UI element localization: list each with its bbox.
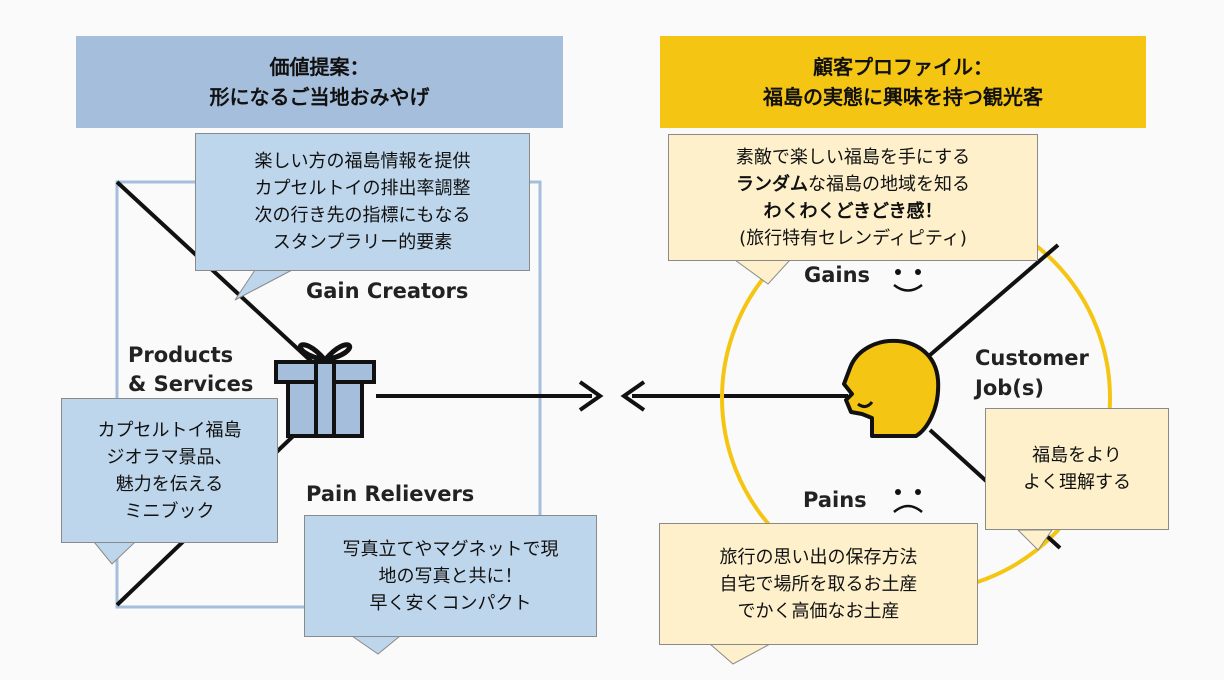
gains-label: Gains [804,263,871,287]
callout-text-mixed: ランダムな福島の地域を知る [736,171,970,198]
arrow-left-head [620,380,646,412]
callout-text: でかく高価なお土産 [737,600,900,622]
callout-text: スタンプラリー的要素 [272,232,453,253]
callout-tail-pain-relievers [350,635,402,655]
callout-text: 旅行の思い出の保存方法 [719,546,918,568]
callout-text: ジオラマ景品、 [106,446,233,468]
arrow-right-head [578,380,604,412]
callout-tail-gains [733,259,792,285]
products-label-line1: Products [128,343,234,367]
callout-text: 魅力を伝える [115,473,224,495]
callout-pain-relievers: 写真立てやマグネットで現 地の写真と共に！ 早く安くコンパクト [304,515,597,637]
value-map-divider-upper [115,180,314,364]
callout-tail-pains [708,643,771,665]
pains-label: Pains [803,488,867,512]
callout-text: 写真立てやマグネットで現 [342,538,559,560]
value-proposition-subtitle: 形になるご当地おみやげ [209,85,430,109]
callout-text: 地の写真と共に！ [378,565,523,587]
callout-text: ミニブック [124,500,215,522]
value-proposition-title: 価値提案： [269,55,370,79]
smile-face-icon [893,269,923,292]
callout-products: カプセルトイ福島 ジオラマ景品、 魅力を伝える ミニブック [61,398,278,543]
customer-profile-header: 顧客プロファイル： 福島の実態に興味を持つ観光客 [660,36,1146,128]
customer-head-icon [842,338,941,438]
pain-relievers-label: Pain Relievers [306,482,475,506]
callout-text: な福島の地域を知る [808,173,970,195]
callout-text: 楽しい方の福島情報を提供 [254,151,471,172]
callout-text: 福島をより [1032,445,1122,466]
customer-profile-title: 顧客プロファイル： [813,55,993,79]
callout-gains: 素敵で楽しい福島を手にする ランダムな福島の地域を知る わくわくどきどき感！ (… [668,134,1038,261]
customer-job-label-line2: Job(s) [975,376,1044,400]
gain-creators-label: Gain Creators [306,279,469,303]
callout-text: カプセルトイの排出率調整 [254,178,471,199]
callout-text-emphasis: ランダム [736,173,808,195]
products-label-line2: & Services [128,372,254,396]
callout-gain-creators: 楽しい方の福島情報を提供 カプセルトイの排出率調整 次の行き先の指標にもなる ス… [195,133,530,271]
customer-profile-subtitle: 福島の実態に興味を持つ観光客 [763,85,1043,109]
callout-text: よく理解する [1023,472,1131,493]
callout-text: 素敵で楽しい福島を手にする [735,146,971,168]
customer-job-label-line1: Customer [975,346,1089,370]
callout-tail-gain-creators [234,269,293,301]
callout-pains: 旅行の思い出の保存方法 自宅で場所を取るお土産 でかく高価なお土産 [659,523,978,645]
callout-text: (旅行特有セレンディピティ) [739,227,967,249]
callout-text: 早く安くコンパクト [369,592,532,614]
frown-face-icon [893,489,923,513]
callout-tail-products [92,541,137,565]
callout-text-emphasis: わくわくどきどき感！ [763,200,943,222]
value-proposition-header: 価値提案： 形になるご当地おみやげ [76,36,563,128]
callout-tail-job [1016,529,1053,551]
callout-text: カプセルトイ福島 [97,419,242,441]
callout-text: 自宅で場所を取るお土産 [719,573,918,595]
callout-job: 福島をより よく理解する [985,408,1169,530]
profile-divider-upper [928,243,1060,357]
gift-icon [274,342,376,438]
callout-text: 次の行き先の指標にもなる [254,205,471,226]
